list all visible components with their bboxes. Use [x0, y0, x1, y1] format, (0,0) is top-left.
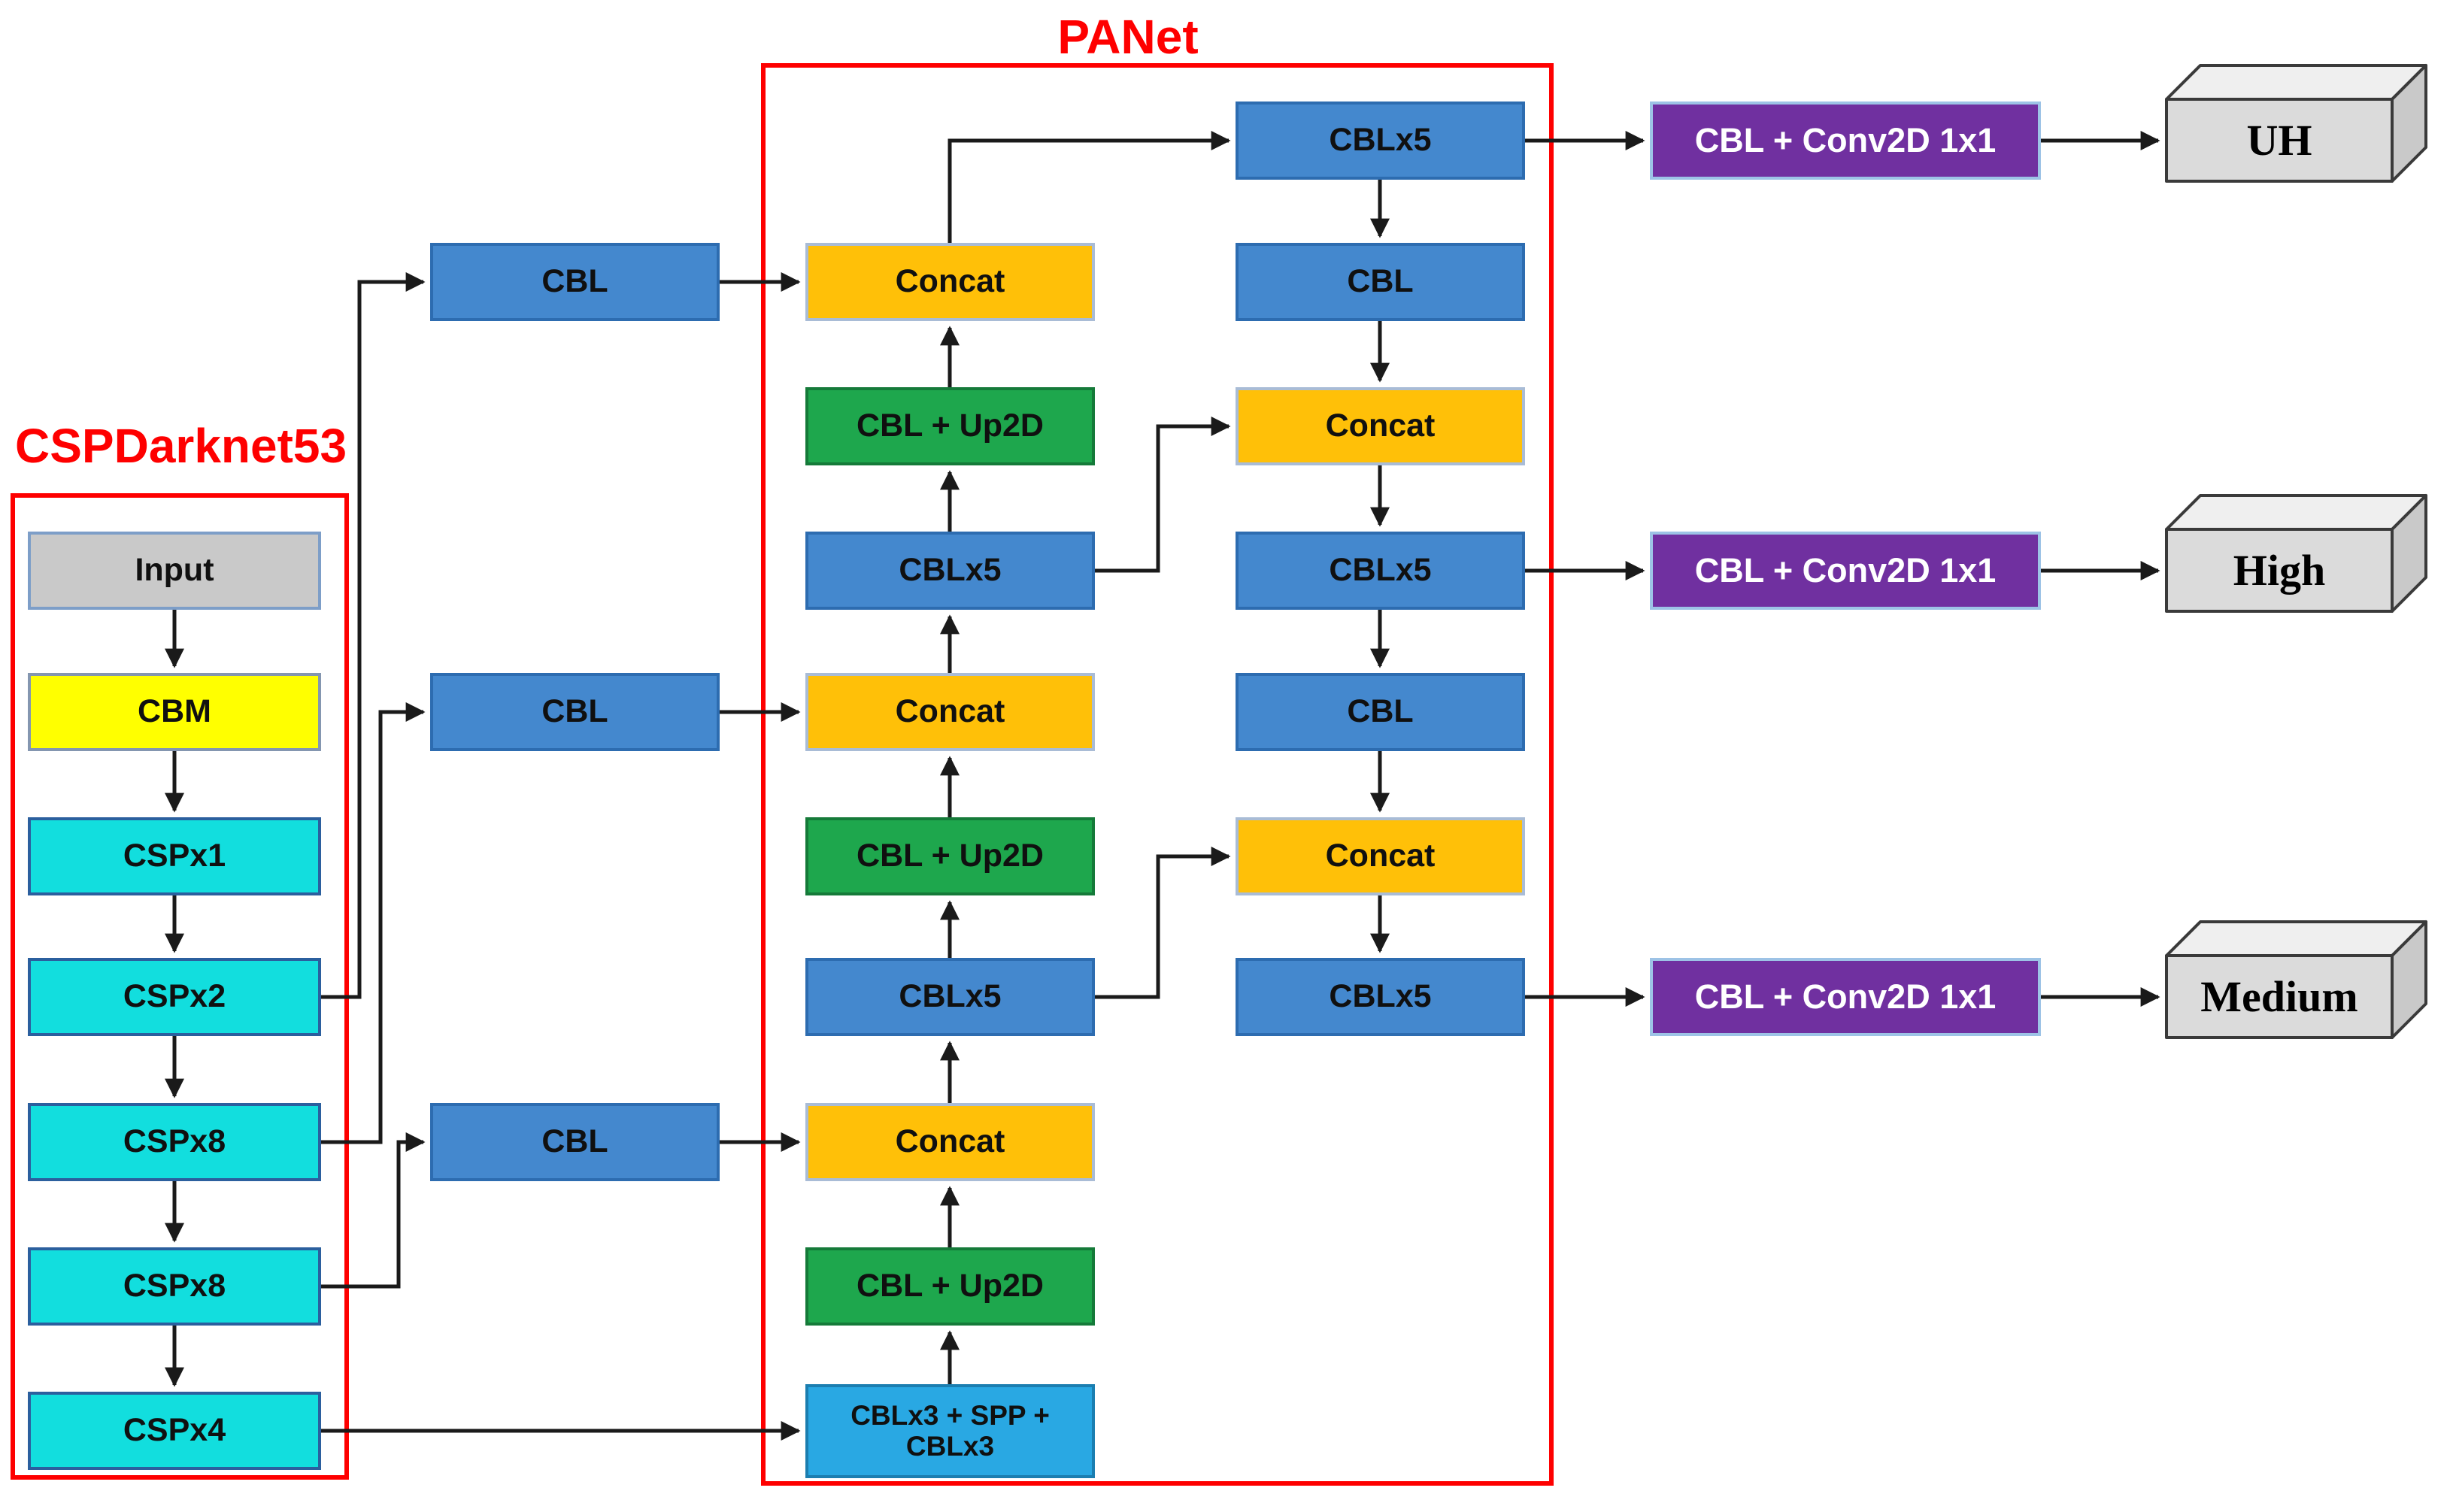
node-cspx2: CSPx2: [28, 958, 321, 1036]
output-label-high: High: [2233, 546, 2326, 595]
node-head-uh: CBL + Conv2D 1x1: [1650, 102, 2041, 180]
node-concat-right-1: Concat: [1236, 387, 1525, 465]
node-cbl-lateral-middle: CBL: [430, 673, 720, 751]
output-cube-medium: Medium: [2164, 920, 2429, 1041]
node-cblx5-left-1: CBLx5: [805, 532, 1095, 610]
node-concat-top: Concat: [805, 243, 1095, 321]
node-input: Input: [28, 532, 321, 610]
arrow-group: [165, 131, 2160, 1441]
node-cbm: CBM: [28, 673, 321, 751]
node-cblx3-spp: CBLx3 + SPP + CBLx3: [805, 1384, 1095, 1478]
node-cspx8-a: CSPx8: [28, 1103, 321, 1181]
output-cube-uh: UH: [2164, 63, 2429, 185]
node-cbl-lateral-bottom: CBL: [430, 1103, 720, 1181]
node-cspx1: CSPx1: [28, 817, 321, 895]
node-cbl-lateral-top: CBL: [430, 243, 720, 321]
cube-shape: [2165, 920, 2427, 1039]
node-cblx5-right-1: CBLx5: [1236, 102, 1525, 180]
node-cblx5-left-2: CBLx5: [805, 958, 1095, 1036]
node-concat-middle: Concat: [805, 673, 1095, 751]
node-concat-bottom: Concat: [805, 1103, 1095, 1181]
node-up2d-bottom: CBL + Up2D: [805, 1247, 1095, 1326]
node-cblx5-right-3: CBLx5: [1236, 958, 1525, 1036]
panet-label: PANet: [1057, 10, 1199, 64]
output-label-uh: UH: [2246, 116, 2312, 165]
cube-shape: [2165, 64, 2427, 183]
node-cbl-right-2: CBL: [1236, 673, 1525, 751]
node-cspx8-b: CSPx8: [28, 1247, 321, 1326]
cspdarknet53-label: CSPDarknet53: [15, 419, 347, 473]
node-concat-right-2: Concat: [1236, 817, 1525, 895]
node-cblx5-right-2: CBLx5: [1236, 532, 1525, 610]
output-label-medium: Medium: [2200, 972, 2358, 1021]
node-up2d-middle: CBL + Up2D: [805, 817, 1095, 895]
node-head-medium: CBL + Conv2D 1x1: [1650, 958, 2041, 1036]
node-head-high: CBL + Conv2D 1x1: [1650, 532, 2041, 610]
cspdarknet53-frame: [11, 493, 349, 1480]
node-cbl-right-1: CBL: [1236, 243, 1525, 321]
node-cspx4: CSPx4: [28, 1392, 321, 1470]
cube-shape: [2165, 494, 2427, 613]
panet-frame: [761, 63, 1554, 1486]
node-up2d-top: CBL + Up2D: [805, 387, 1095, 465]
output-cube-high: High: [2164, 493, 2429, 615]
